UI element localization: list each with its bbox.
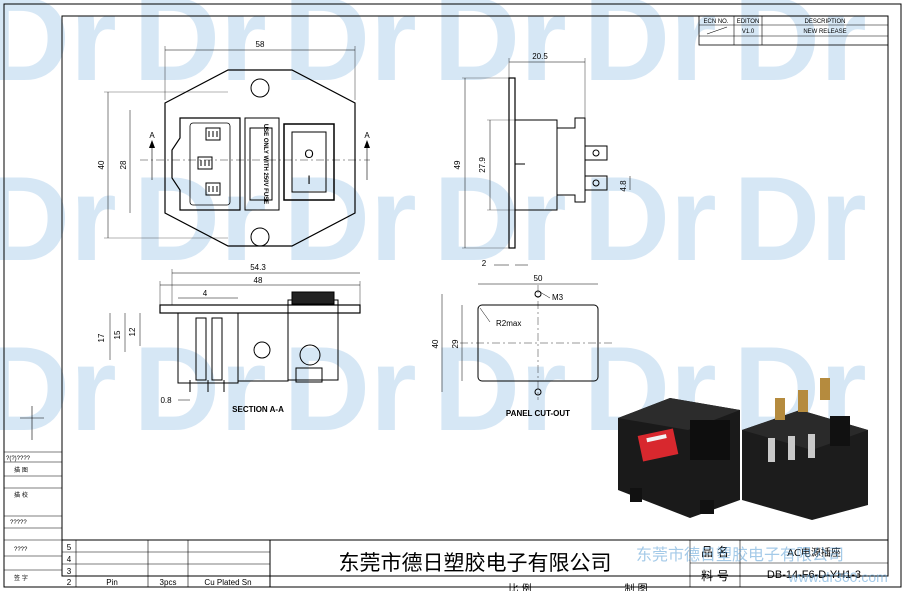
section-mark-right: A: [364, 131, 370, 140]
switch-off-symbol: I: [307, 173, 310, 187]
part-no-2: 2: [67, 578, 72, 587]
product-photo-rear: [742, 378, 868, 520]
watermark-logo-6: Dr: [0, 152, 117, 286]
dim-cutout-width: 50: [534, 274, 543, 283]
product-name-label: 品 名: [701, 544, 729, 559]
left-margin-table: [4, 451, 62, 571]
section-a-a: [109, 269, 361, 401]
dim-section-h2: 15: [113, 330, 122, 339]
dim-cutout-outer: 40: [431, 339, 440, 348]
front-view: USE ONLY WITH 250V FUSE O I: [104, 46, 370, 247]
part-no-3: 3: [67, 567, 72, 576]
cutout-label: PANEL CUT-OUT: [506, 409, 570, 418]
watermark-site: www.dr360.com: [787, 569, 888, 585]
watermark-logo-1: Dr: [133, 0, 266, 106]
dim-cutout-radius: R2max: [496, 319, 521, 328]
rev-header-ecn: ECN NO.: [703, 19, 728, 25]
watermark-logo-10: Dr: [583, 152, 716, 286]
rev-header-description: DESCRIPTION: [804, 19, 845, 25]
watermark-logo-14: Dr: [283, 322, 416, 456]
margin-label-1: 描 图: [14, 466, 28, 474]
outer-border: [3, 3, 902, 588]
watermark-logo-0: Dr: [0, 0, 117, 106]
part-no-5: 5: [67, 543, 72, 552]
fuse-warning-text: USE ONLY WITH 250V FUSE: [262, 124, 268, 204]
watermark-logo-8: Dr: [283, 152, 416, 286]
part-number-label: 料 号: [701, 569, 729, 583]
side-view: [462, 58, 631, 266]
dim-front-height: 40: [97, 160, 106, 169]
watermark-logo-12: Dr: [0, 322, 117, 456]
dim-front-width: 58: [256, 40, 265, 49]
watermark-company: 东莞市德日塑胶电子有限公司: [636, 545, 844, 564]
part-name-pin: Pin: [106, 578, 118, 587]
dim-cutout-inner: 29: [451, 339, 460, 348]
product-name-value: AC电源插座: [787, 546, 841, 559]
rev-description: NEW RELEASE: [803, 29, 846, 35]
watermark-logo-4: Dr: [583, 0, 716, 106]
section-mark-left: A: [149, 131, 155, 140]
margin-label-2: 描 校: [14, 491, 28, 499]
watermark-logo-9: Dr: [433, 152, 566, 286]
dim-section-width: 54.3: [250, 263, 266, 272]
margin-label-0: ?(?)????: [6, 456, 31, 462]
panel-cutout: [441, 283, 615, 400]
part-material-pin: Cu Plated Sn: [204, 578, 251, 587]
dim-section-h3: 12: [128, 327, 137, 336]
dim-section-body: 48: [254, 276, 263, 285]
rev-header-edition: EDITON: [737, 19, 760, 25]
parts-table: [62, 539, 888, 588]
margin-label-3: ?????: [10, 520, 27, 526]
dim-side-inner-height: 27.9: [478, 157, 487, 173]
company-name: 东莞市德日塑胶电子有限公司: [339, 551, 612, 575]
dim-section-pin: 0.8: [160, 396, 172, 405]
part-no-4: 4: [67, 555, 72, 564]
part-qty-pin: 3pcs: [160, 578, 177, 587]
dim-front-inner-height: 28: [119, 160, 128, 169]
watermark-logo-7: Dr: [133, 152, 266, 286]
dim-side-tab: 4.8: [619, 180, 628, 192]
drawn-by-label: 制 图: [624, 582, 647, 591]
margin-label-5: 签 字: [14, 574, 28, 582]
watermark-logo-3: Dr: [433, 0, 566, 106]
inner-border: [61, 15, 889, 577]
watermark-logo-15: Dr: [433, 322, 566, 456]
product-photo-front: [618, 398, 740, 518]
dim-side-depth: 20.5: [532, 52, 548, 61]
revision-table: ECN NO. EDITON DESCRIPTION V1.0 NEW RELE…: [698, 15, 889, 46]
dim-side-thickness: 2: [482, 259, 487, 268]
dim-cutout-hole: M3: [552, 293, 564, 302]
watermark-logo-2: Dr: [283, 0, 416, 106]
dim-section-h1: 17: [97, 333, 106, 342]
watermark-logo-13: Dr: [133, 322, 266, 456]
watermark-logo-11: Dr: [733, 152, 866, 286]
dim-section-step: 4: [203, 289, 208, 298]
watermark-logo-5: Dr: [733, 0, 866, 106]
margin-label-4: ????: [14, 547, 28, 553]
switch-on-symbol: O: [304, 147, 313, 161]
rev-edition: V1.0: [742, 29, 755, 35]
part-number-value: DB-14-F6-D-YH1-3: [767, 569, 861, 581]
dim-side-height: 49: [453, 160, 462, 169]
section-label: SECTION A-A: [232, 405, 284, 414]
scale-label: 比 例: [508, 582, 531, 591]
